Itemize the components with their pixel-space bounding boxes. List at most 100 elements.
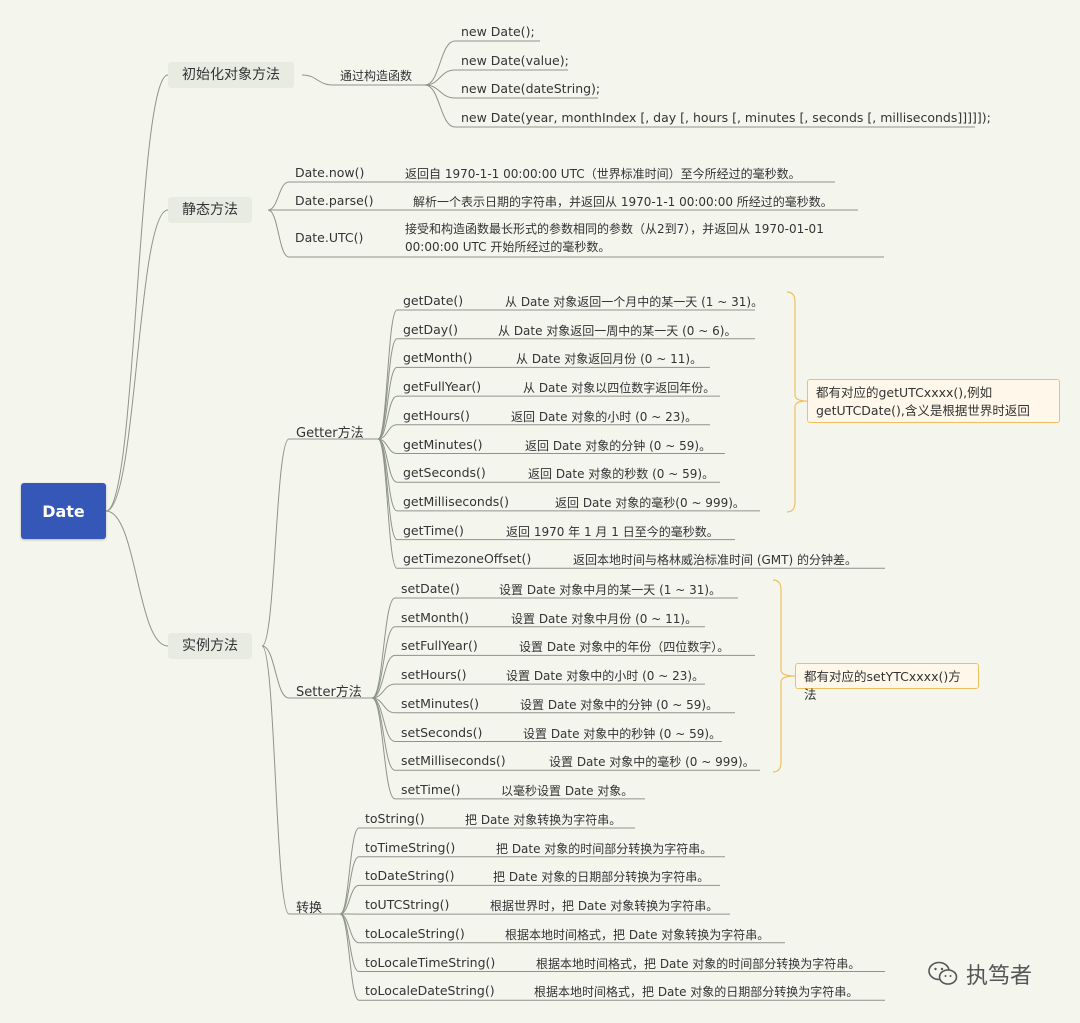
getter-note: 都有对应的getUTCxxxx(),例如getUTCDate(),含义是根据世界… [807,379,1060,423]
setter-method-desc: 设置 Date 对象中的年份（四位数字）。 [519,640,730,655]
constructor-item: new Date(year, monthIndex [, day [, hour… [461,110,991,125]
connector [267,209,290,258]
getter-method-name: getTime() [403,522,464,538]
connector [424,84,456,128]
getter-method-name: getMinutes() [403,436,483,452]
root-node[interactable]: Date [21,483,106,539]
branch-static[interactable]: 静态方法 [168,197,252,223]
connector [371,654,396,699]
bracket-getter [786,291,808,513]
setter-method-desc: 设置 Date 对象中的毫秒 (0 ~ 999)。 [549,755,755,770]
convert-label: 转换 [296,901,323,916]
static-method-name: Date.parse() [295,193,374,208]
getter-method-name: getMonth() [403,350,473,366]
setter-method-name: setTime() [401,781,461,797]
branch-init[interactable]: 初始化对象方法 [168,62,294,88]
connector [377,366,398,440]
setter-method-desc: 设置 Date 对象中的分钟 (0 ~ 59)。 [520,697,719,712]
convert-method-name: toLocaleString() [365,925,465,941]
convert-method-name: toString() [365,811,425,826]
getter-method-desc: 返回本地时间与格林威治标准时间 (GMT) 的分钟差。 [573,553,857,568]
convert-method-desc: 根据世界时，把 Date 对象转换为字符串。 [490,899,719,914]
setter-method-name: setDate() [401,581,460,596]
root-label: Date [42,501,85,521]
connector-root-init [105,74,169,512]
convert-method-desc: 根据本地时间格式，把 Date 对象的日期部分转换为字符串。 [534,985,859,1000]
setter-method-name: setHours() [401,667,467,683]
static-method-desc: 接受和构造函数最长形式的参数相同的参数（从2到7），并返回从 1970-01-0… [405,222,824,254]
setter-method-name: setMilliseconds() [401,753,506,769]
getter-method-desc: 返回 1970 年 1 月 1 日至今的毫秒数。 [506,524,719,539]
connector [377,424,398,440]
convert-method-desc: 根据本地时间格式，把 Date 对象转换为字符串。 [505,927,770,942]
setter-method-desc: 设置 Date 对象中月份 (0 ~ 11)。 [511,611,698,626]
getter-method-name: getMilliseconds() [403,493,510,509]
convert-method-name: toUTCString() [365,897,450,913]
setter-method-desc: 以毫秒设置 Date 对象。 [501,783,634,798]
connector [339,913,360,944]
getter-method-name: getDate() [403,293,464,308]
convert-method-desc: 把 Date 对象的日期部分转换为字符串。 [493,870,710,885]
connector [261,645,290,699]
connector [339,827,360,915]
setter-method-desc: 设置 Date 对象中的秒钟 (0 ~ 59)。 [523,726,722,741]
convert-method-desc: 把 Date 对象的时间部分转换为字符串。 [496,841,713,856]
constructor-item: new Date(dateString); [461,81,601,96]
convert-method-name: toDateString() [365,868,455,884]
convert-method-desc: 把 Date 对象转换为字符串。 [465,813,622,827]
connector [371,683,396,699]
connector [377,438,398,569]
getter-label: Getter方法 [296,426,364,441]
setter-method-desc: 设置 Date 对象中的小时 (0 ~ 23)。 [506,669,705,684]
connector [424,69,456,86]
convert-method-desc: 根据本地时间格式，把 Date 对象的时间部分转换为字符串。 [536,956,861,971]
connector-root-instance [105,510,169,647]
convert-method-name: toLocaleTimeString() [365,954,496,970]
connector [339,913,360,1001]
connector-root-static [105,209,169,512]
setter-method-name: setMinutes() [401,695,480,711]
connector [339,913,360,972]
static-method-name: Date.UTC() [295,230,364,245]
connector [339,884,360,915]
getter-method-desc: 从 Date 对象以四位数字返回年份。 [523,381,716,396]
branch-instance[interactable]: 实例方法 [168,633,252,659]
static-method-desc: 解析一个表示日期的字符串，并返回从 1970-1-1 00:00:00 所经过的… [413,195,833,209]
convert-method-name: toTimeString() [365,839,456,855]
connector [301,74,334,86]
connector [371,597,396,699]
connector [377,338,398,440]
watermark: 执笃者 [928,958,1032,990]
connector [371,697,396,800]
getter-method-name: getSeconds() [403,465,486,481]
getter-method-desc: 从 Date 对象返回月份 (0 ~ 11)。 [516,352,703,367]
watermark-text: 执笃者 [966,964,1033,989]
getter-method-desc: 从 Date 对象返回一个月中的某一天 (1 ~ 31)。 [505,295,764,309]
wechat-icon [928,961,958,985]
setter-label: Setter方法 [296,685,362,700]
connector [267,181,290,211]
init-label: 通过构造函数 [340,69,413,83]
connector [371,626,396,699]
setter-method-name: setFullYear() [401,638,478,654]
static-method-name: Date.now() [295,165,365,180]
convert-method-name: toLocaleDateString() [365,983,495,999]
getter-method-desc: 从 Date 对象返回一周中的某一天 (0 ~ 6)。 [498,323,737,338]
connector [377,395,398,440]
connector [377,438,398,541]
getter-method-name: getFullYear() [403,379,482,395]
setter-method-name: setMonth() [401,609,470,625]
connector [424,40,456,86]
setter-method-desc: 设置 Date 对象中月的某一天 (1 ~ 31)。 [499,583,722,597]
constructor-item: new Date(value); [461,53,569,68]
getter-method-name: getHours() [403,407,470,423]
getter-method-desc: 返回 Date 对象的小时 (0 ~ 23)。 [511,409,698,424]
connector [377,309,398,440]
constructor-item: new Date(); [461,24,535,39]
getter-method-desc: 返回 Date 对象的秒数 (0 ~ 59)。 [528,467,715,482]
connector [261,645,290,915]
bracket-setter [772,579,796,773]
getter-method-desc: 返回 Date 对象的毫秒(0 ~ 999)。 [555,495,745,510]
setter-method-name: setSeconds() [401,724,483,740]
